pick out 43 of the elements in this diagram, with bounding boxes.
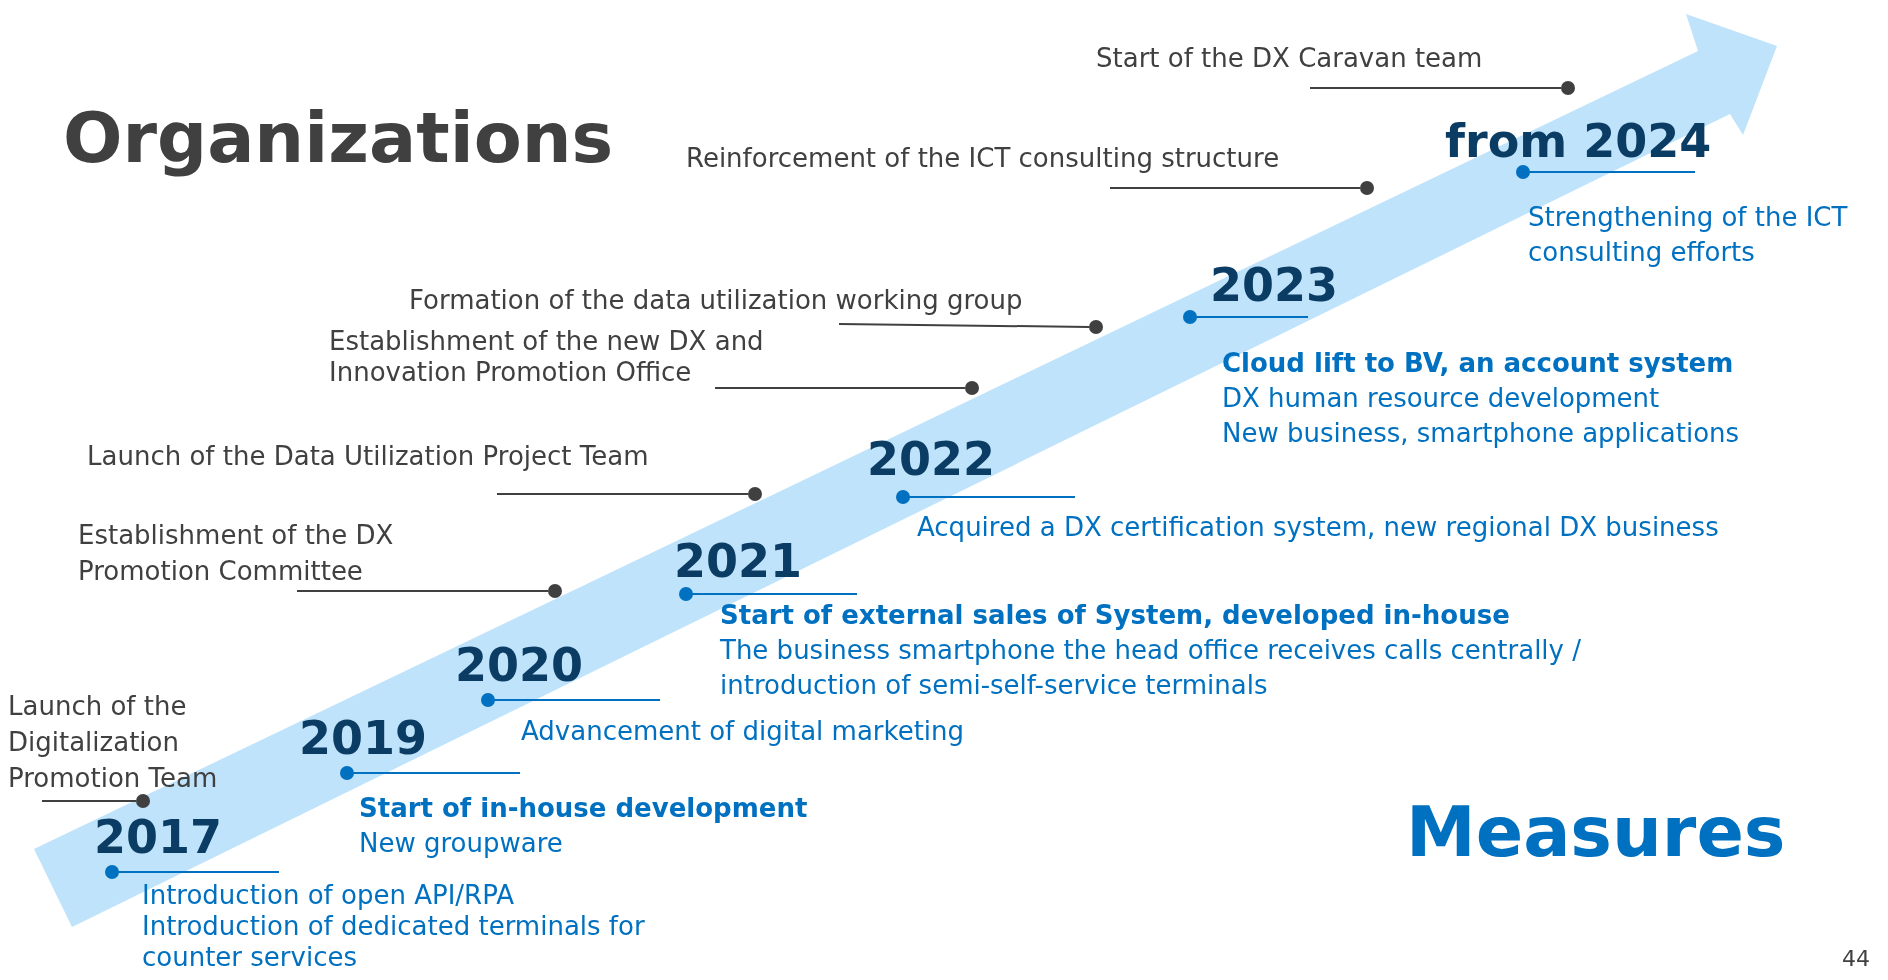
organization-text: Launch of the Data Utilization Project Team <box>87 440 650 473</box>
organization-text: Start of the DX Caravan team <box>1096 42 1484 75</box>
timeline-dot <box>748 487 762 501</box>
measure-heading: Start of in-house development <box>359 792 809 825</box>
measure-text: Strengthening of the ICT consulting efforts <box>1528 201 1849 269</box>
measure-text: New business, smartphone applications <box>1222 417 1741 450</box>
organization-text: Establishment of the new DX and Innovation Promotion Office <box>329 326 765 388</box>
measure-text: DX human resource development <box>1222 382 1661 415</box>
timeline-dot <box>1089 320 1103 334</box>
measure-text: Introduction of open API/RPA <box>142 880 515 911</box>
leader-line <box>714 387 966 389</box>
timeline-dot <box>548 584 562 598</box>
year-label: from 2024 <box>1445 114 1712 168</box>
measure-text: Advancement of digital marketing <box>521 715 966 748</box>
measure-heading: Start of external sales of System, developed in-house <box>720 599 1511 632</box>
timeline-dot <box>965 381 979 395</box>
leader-line <box>1109 187 1361 189</box>
timeline-dot <box>1561 81 1575 95</box>
section-title: Measures <box>1406 792 1786 873</box>
measure-text: New groupware <box>359 827 564 860</box>
year-label: 2021 <box>674 534 803 588</box>
year-label: 2022 <box>867 432 996 486</box>
organization-text: Reinforcement of the ICT consulting structure <box>686 142 1281 175</box>
measure-text: The business smartphone the head office receives calls centrally / introduction of semi-self-service terminals <box>720 634 1582 702</box>
leader-line <box>496 493 749 495</box>
year-label: 2020 <box>455 638 584 692</box>
measure-heading: Cloud lift to BV, an account system <box>1222 347 1735 380</box>
year-label: 2017 <box>94 810 223 864</box>
page-number: 44 <box>1842 946 1870 972</box>
organization-text: Launch of the Digitalization Promotion Team <box>8 690 219 795</box>
section-title: Organizations <box>63 98 614 179</box>
organization-text: Establishment of the DX Promotion Committee <box>78 519 395 588</box>
year-label: 2023 <box>1210 258 1339 312</box>
leader-line <box>1309 87 1562 89</box>
measure-text: Introduction of dedicated terminals for counter services <box>142 911 646 973</box>
leader-line <box>41 800 137 802</box>
timeline-dot <box>1360 181 1374 195</box>
measure-text: Acquired a DX certification system, new regional DX business <box>917 511 1720 544</box>
timeline-dot <box>136 794 150 808</box>
leader-line <box>296 590 549 592</box>
leader-line <box>838 323 1090 328</box>
year-label: 2019 <box>299 711 428 765</box>
organization-text: Formation of the data utilization working group <box>409 284 1024 317</box>
